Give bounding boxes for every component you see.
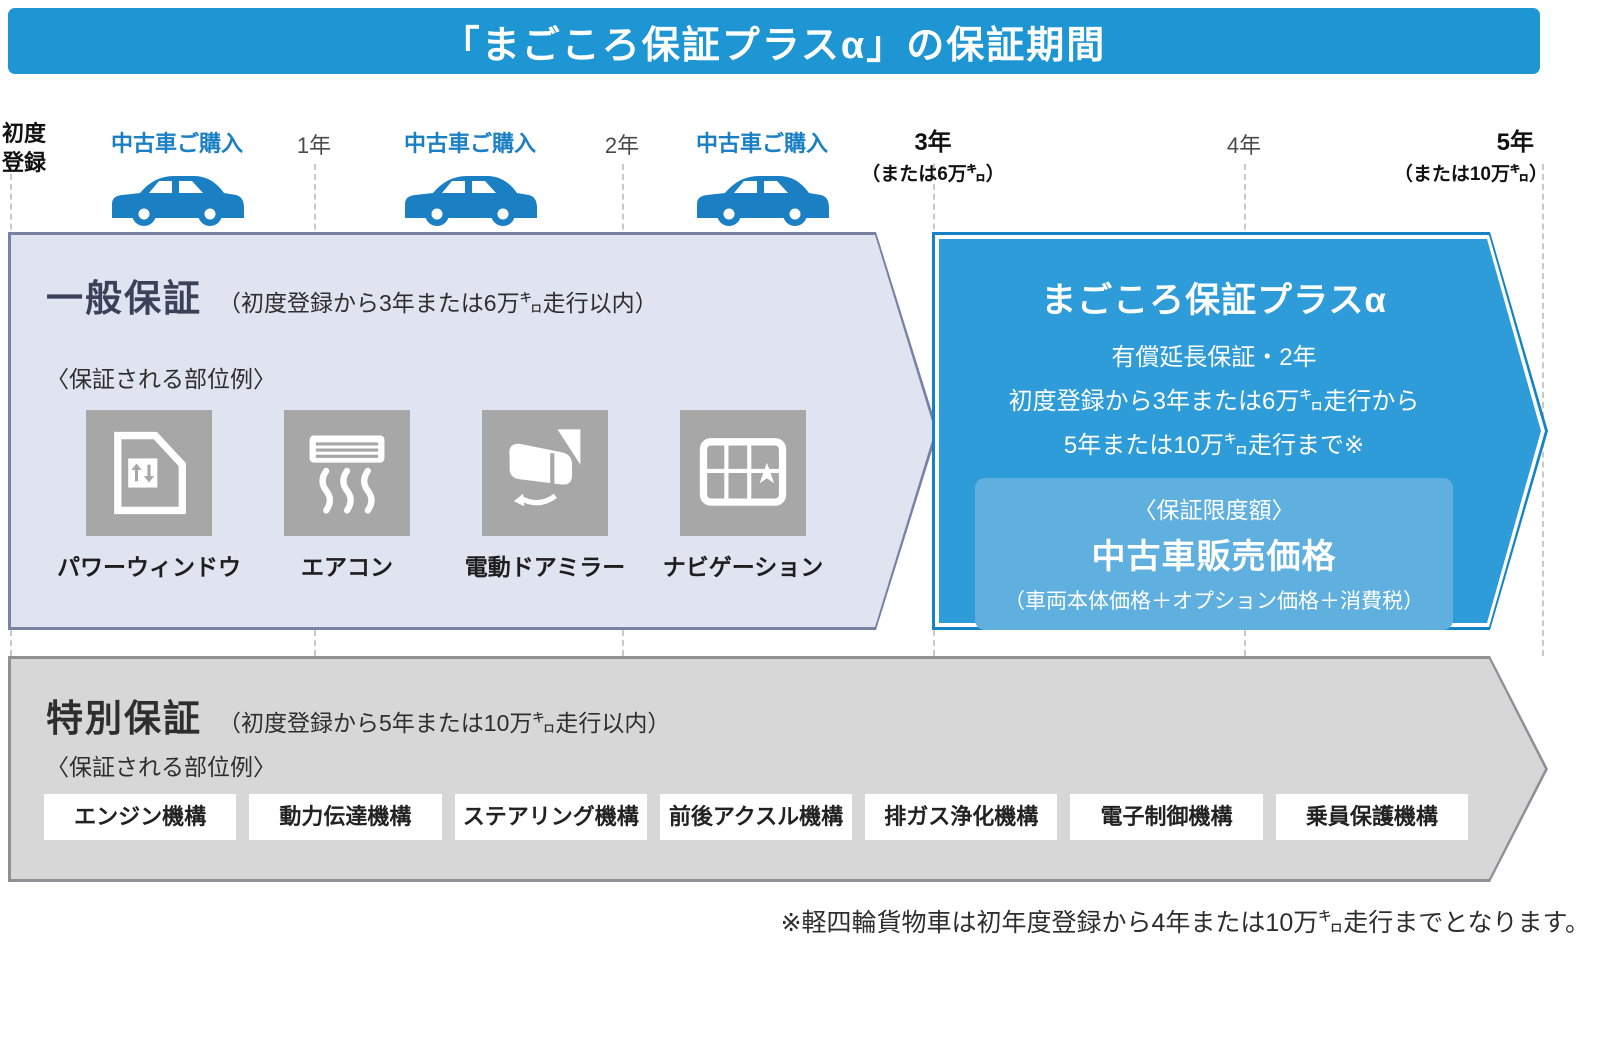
used-car-purchase-label: 中古車ご購入 — [110, 131, 243, 156]
general-warranty-subtitle: （初度登録から3年または6万㌔走行以内） — [218, 290, 658, 316]
general-parts-row: パワーウィンドウ エアコン — [50, 410, 842, 582]
special-part-box: ステアリング機構 — [454, 794, 647, 840]
special-warranty-arrow — [8, 656, 1548, 882]
special-warranty-subtitle: （初度登録から5年または10万㌔走行以内） — [218, 710, 671, 736]
special-part-box: 動力伝達機構 — [249, 794, 442, 840]
car-icon — [687, 166, 837, 228]
part-label: 電動ドアミラー — [464, 554, 626, 580]
car-icon — [395, 166, 545, 228]
limit-value: 中古車販売価格 — [1091, 538, 1337, 576]
part-item: パワーウィンドウ — [50, 410, 248, 582]
special-part-box: エンジン機構 — [44, 794, 237, 840]
year-2-label: 2年 — [604, 133, 640, 158]
special-warranty-title-row: 特別保証 （初度登録から5年または10万㌔走行以内） — [46, 688, 670, 742]
year-3-label: 3年 （または6万㌔） — [843, 122, 1023, 186]
plus-warranty-content: まごころ保証プラスα 有償延長保証・2年 初度登録から3年または6万㌔走行から … — [938, 236, 1490, 630]
part-label: ナビゲーション — [662, 554, 824, 580]
general-parts-heading: 〈保証される部位例〉 — [46, 366, 276, 392]
special-part-box: 乗員保護機構 — [1275, 794, 1468, 840]
year-3-main: 3年 — [914, 129, 952, 156]
title-bar: 「まごころ保証プラスα」の保証期間 — [8, 8, 1540, 74]
limit-detail: （車両本体価格＋オプション価格＋消費税） — [1004, 590, 1424, 613]
footnote: ※軽四輪貨物車は初年度登録から4年または10万㌔走行までとなります。 — [780, 909, 1590, 937]
year-5-label: 5年 （または10万㌔） — [1358, 122, 1548, 186]
special-warranty-arrow-fill — [11, 659, 1545, 879]
general-warranty-title-row: 一般保証 （初度登録から3年または6万㌔走行以内） — [46, 268, 658, 322]
limit-heading: 〈保証限度額〉 — [1133, 497, 1295, 523]
plus-warranty-line2: 初度登録から3年または6万㌔走行から — [1008, 388, 1420, 415]
warranty-limit-box: 〈保証限度額〉 中古車販売価格 （車両本体価格＋オプション価格＋消費税） — [975, 478, 1453, 630]
electric-door-mirror-icon — [482, 410, 608, 536]
timeline-dashed-line — [1542, 164, 1544, 656]
part-item: ナビゲーション — [644, 410, 842, 582]
year-1-label: 1年 — [296, 133, 332, 158]
part-label: エアコン — [301, 554, 393, 580]
used-car-purchase-label: 中古車ご購入 — [403, 131, 536, 156]
special-warranty-title: 特別保証 — [46, 698, 202, 739]
general-warranty-title: 一般保証 — [46, 278, 202, 319]
year-5-main: 5年 — [1496, 129, 1534, 156]
used-car-purchase-label: 中古車ご購入 — [695, 131, 828, 156]
special-parts-row: エンジン機構 動力伝達機構 ステアリング機構 前後アクスル機構 排ガス浄化機構 … — [44, 794, 1468, 840]
plus-warranty-title: まごころ保証プラスα — [1041, 281, 1387, 320]
initial-registration-label: 初度 登録 — [2, 121, 47, 175]
plus-warranty-line3: 5年または10万㌔走行まで※ — [1063, 432, 1365, 459]
page-title: 「まごころ保証プラスα」の保証期間 — [441, 24, 1107, 67]
year-3-mileage: （または6万㌔） — [861, 164, 1005, 185]
special-parts-heading: 〈保証される部位例〉 — [46, 754, 276, 780]
part-label: パワーウィンドウ — [57, 554, 241, 580]
power-window-icon — [86, 410, 212, 536]
special-part-box: 前後アクスル機構 — [659, 794, 853, 840]
car-icon — [102, 166, 252, 228]
part-item: エアコン — [248, 410, 446, 582]
year-5-mileage: （または10万㌔） — [1393, 164, 1548, 185]
plus-warranty-line1: 有償延長保証・2年 — [1111, 344, 1317, 371]
special-part-box: 排ガス浄化機構 — [865, 794, 1058, 840]
year-4-label: 4年 — [1226, 133, 1262, 158]
air-conditioner-icon — [284, 410, 410, 536]
part-item: 電動ドアミラー — [446, 410, 644, 582]
navigation-icon — [680, 410, 806, 536]
special-part-box: 電子制御機構 — [1070, 794, 1263, 840]
